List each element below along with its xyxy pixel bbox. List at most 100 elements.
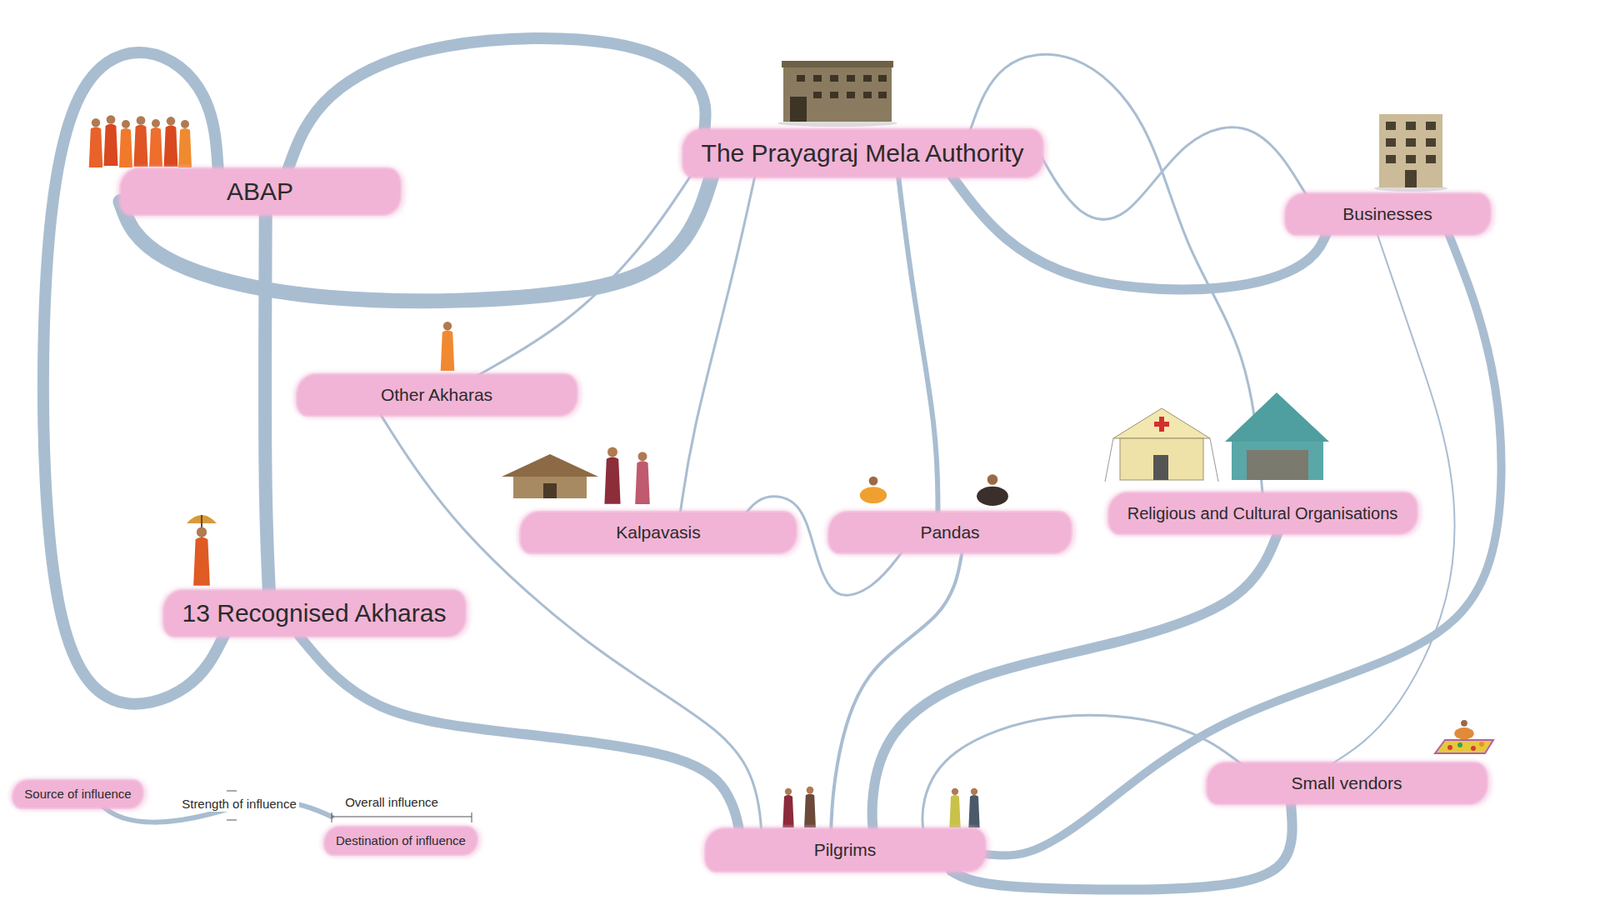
legend-text: Source of influence [24,786,131,802]
stakeholder-pill: Pilgrims [705,829,985,871]
business-building [1379,114,1443,188]
sadhu-group [89,118,104,168]
stakeholder-pill: Small vendors [1207,763,1487,804]
influence-flow [970,54,1263,494]
vendor-figure [1454,720,1474,740]
kalpavasi-hut [501,446,650,505]
legend-text: Overall influence [342,795,441,810]
sadhu-group [89,115,192,168]
pilgrim-figures [782,788,794,829]
authority-building [846,75,855,82]
business-building [1425,138,1436,147]
sadhu-group [103,115,118,166]
business-building [1405,155,1416,164]
vendor-figure [1435,740,1494,754]
stakeholder-pill: The Prayagraj Mela Authority [683,130,1043,177]
business-building [1374,114,1448,192]
influence-flow [478,176,690,375]
legend-graphic [331,816,472,818]
legend-item: Overall influence [341,795,442,810]
influence-flow [299,635,740,830]
pilgrim-figures [804,786,816,828]
sadhu-group [133,115,148,167]
organisation-tents [1246,450,1309,480]
kalpavasi-hut [635,451,650,505]
legend-item: Strength of influence [178,796,300,812]
organisation-tents [1105,438,1114,482]
stakeholder-name: 13 Recognised Akharas [182,598,447,629]
organisation-tents [1154,421,1170,427]
influence-flow [680,176,755,513]
authority-building [813,91,822,99]
stakeholder-name: Kalpavasis [615,521,701,543]
organisation-tents [1210,438,1219,482]
authority-building [846,91,855,99]
business-building [1405,170,1417,188]
stakeholder-pill: Religious and Cultural Organisations [1109,493,1417,534]
sadhu-group [149,119,163,167]
organisation-tents [1153,455,1169,480]
sadhu-with-umbrella [186,515,217,586]
vendor-figure [1470,745,1476,751]
stakeholder-pill: ABAP [120,169,400,215]
vendor-figure [1447,745,1453,750]
organisation-tents [1105,392,1330,482]
influence-flow [898,176,938,513]
organisation-tents [1225,392,1330,442]
influence-flow [950,803,1292,890]
pilgrim-figures [949,788,960,829]
legend-text: Destination of influence [335,833,466,849]
authority-building [830,91,839,99]
legend-graphic [101,790,472,823]
legend-item: Source of influence [13,780,143,808]
influence-flow [952,176,1327,290]
kalpavasi-hut [543,483,557,499]
stakeholder-name: Businesses [1342,203,1432,225]
legend-graphic [226,820,237,821]
stakeholder-name: Other Akharas [380,384,493,405]
authority-building [796,75,805,82]
panda-figures [860,476,887,504]
influence-flow [288,38,706,170]
panda-figures [976,474,1009,506]
authority-building [790,96,807,122]
authority-building [863,75,872,82]
legend-text: Strength of influence [179,796,300,812]
influence-flow [922,715,1241,830]
business-building [1405,138,1416,147]
pilgrim-figures [968,788,980,829]
business-building [1385,155,1396,164]
business-building [1385,138,1396,147]
authority-building [813,75,822,82]
authority-building [878,75,887,82]
business-building [1405,121,1416,130]
legend-graphic [471,812,473,823]
sadhu-with-umbrella [193,526,210,585]
authority-building [830,75,839,82]
stakeholder-name: Pilgrims [814,839,877,860]
stakeholder-name: Small vendors [1290,772,1402,794]
stakeholder-pill: Pandas [829,512,1071,553]
business-building [1425,121,1436,130]
akhara-figure [440,321,455,371]
legend-graphic [331,812,333,823]
kalpavasi-hut [513,476,587,499]
stakeholder-pill: Other Akharas [297,375,577,415]
legend-item: Destination of influence [325,827,477,855]
stakeholder-pill: Kalpavasis [520,512,796,553]
sadhu-group [119,120,133,168]
influence-flow [265,214,270,591]
organisation-tents [1113,408,1210,439]
authority-building [878,91,887,99]
business-building [1425,155,1436,164]
business-building [1385,121,1396,130]
connector-group [43,38,1502,890]
legend-graphic [226,790,237,792]
authority-building [863,91,872,99]
authority-building [783,65,892,122]
akhara-figure [440,321,455,371]
pilgrim-figures [782,786,980,828]
vendor-figure [1457,742,1463,748]
